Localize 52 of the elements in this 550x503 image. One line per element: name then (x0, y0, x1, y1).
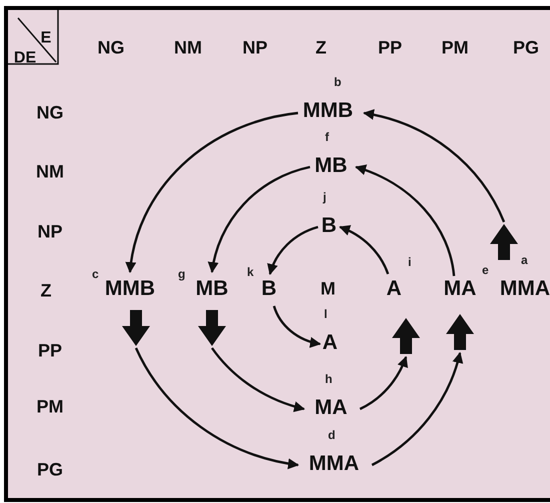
row-header: NG (36, 104, 64, 122)
arrow (211, 347, 306, 412)
row-header: PP (38, 342, 62, 360)
arrow (371, 352, 462, 466)
callout-letter: h (325, 373, 332, 385)
row-header: NM (36, 162, 64, 182)
rule-output: MB (196, 278, 228, 300)
rule-output: M (320, 280, 336, 298)
rule-output: A (322, 332, 338, 354)
callout-letter: f (325, 131, 329, 143)
callout-letter: a (521, 254, 528, 266)
callout-letter: g (178, 268, 186, 280)
row-header: PM (36, 398, 64, 416)
column-header: PG (513, 38, 539, 58)
column-header: PM (442, 38, 468, 58)
rule-output: MA (314, 397, 348, 419)
table-corner-label: E (40, 28, 52, 48)
rule-output: B (321, 215, 337, 237)
column-header: NG (98, 38, 124, 58)
row-header: PG (37, 460, 63, 480)
arrow (338, 226, 390, 274)
arrow (134, 347, 300, 469)
callout-letter: e (482, 264, 489, 276)
callout-letter: i (408, 256, 412, 268)
arrow (272, 306, 322, 348)
arrow (208, 166, 310, 274)
callout-letter: j (323, 191, 326, 203)
arrow (126, 112, 298, 274)
rule-output: A (386, 278, 402, 300)
callout-letter: d (328, 429, 336, 441)
column-header: NP (242, 38, 268, 58)
rule-output: MMB (302, 100, 354, 122)
column-header: Z (316, 38, 326, 58)
rule-output: MMA (500, 278, 550, 300)
rule-output: MA (444, 278, 476, 300)
arrow (354, 165, 456, 276)
callout-letter: k (247, 266, 254, 278)
table-corner-label: DE (14, 48, 36, 68)
row-header: Z (40, 282, 52, 300)
callout-letter: c (92, 268, 99, 280)
arrow (362, 110, 506, 223)
rule-output: MMA (308, 453, 360, 475)
arrow (268, 226, 318, 276)
row-header: NP (38, 222, 62, 242)
column-header: NM (174, 38, 202, 58)
callout-letter: b (334, 76, 342, 88)
column-header: PP (378, 38, 402, 58)
callout-letter: l (324, 308, 328, 320)
arrow (359, 356, 408, 410)
rule-output: MB (314, 155, 348, 177)
rule-output: B (261, 278, 277, 300)
rule-output: MMB (104, 278, 156, 300)
